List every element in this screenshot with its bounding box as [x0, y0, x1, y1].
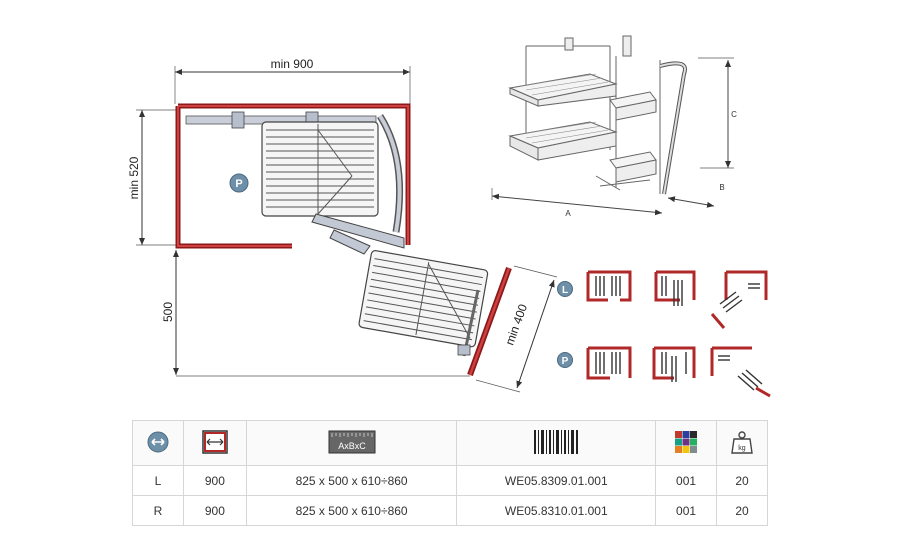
cell-width: 900	[182, 495, 247, 526]
cell-weight: 20	[716, 465, 768, 496]
thumb-p-closed	[586, 346, 632, 380]
cell-dimensions: 825 x 500 x 610÷860	[245, 465, 458, 496]
barcode-icon	[534, 429, 579, 454]
dimensions-icon: AxBxC	[328, 430, 376, 453]
width-icon	[202, 429, 228, 454]
weight-icon-text: kg	[738, 445, 746, 452]
iso-label-a: A	[565, 209, 571, 218]
thumb-l-open	[710, 270, 768, 329]
color-swatch	[690, 430, 698, 438]
cell-color: 001	[655, 465, 718, 496]
variant-right-label: P	[562, 356, 569, 367]
table-header-row: AxBxC kg	[132, 420, 768, 466]
color-swatch	[682, 445, 690, 453]
iso-label-b: B	[719, 183, 724, 192]
spec-table: AxBxC kg L 900 82	[132, 420, 768, 526]
dim-top-label: min 900	[271, 57, 314, 71]
color-icon	[675, 430, 698, 453]
iso-label-c: C	[731, 110, 737, 119]
thumb-l-closed	[586, 270, 632, 302]
plan-marker	[229, 173, 249, 193]
variant-right-marker	[557, 352, 573, 368]
direction-icon	[147, 431, 169, 452]
weight-icon: kg	[731, 430, 753, 454]
cell-dimensions: 825 x 500 x 610÷860	[245, 495, 458, 526]
cell-code: WE05.8310.01.001	[456, 495, 657, 526]
cell-weight: 20	[716, 495, 768, 526]
thumb-p-half	[652, 346, 696, 382]
color-swatch	[682, 430, 690, 438]
variant-left-marker	[557, 281, 573, 297]
isometric-view	[491, 35, 734, 216]
plan-view: min 900 min 520 500	[127, 57, 558, 393]
cell-width: 900	[182, 465, 247, 496]
thumb-p-open	[710, 346, 771, 398]
dimensions-icon-text: AxBxC	[338, 441, 366, 451]
dim-diag-label: min 400	[502, 302, 530, 347]
color-swatch	[682, 438, 690, 445]
cell-side: R	[132, 495, 184, 526]
table-row: L 900 825 x 500 x 610÷860 WE05.8309.01.0…	[132, 465, 768, 496]
color-swatch	[675, 445, 683, 453]
variant-thumbnails: L P	[557, 270, 771, 398]
variant-left-label: L	[562, 285, 568, 296]
cell-code: WE05.8309.01.001	[456, 465, 657, 496]
thumb-l-half	[654, 270, 696, 306]
cell-side: L	[132, 465, 184, 496]
plan-marker-label: P	[235, 178, 242, 190]
color-swatch	[690, 445, 698, 453]
color-swatch	[675, 430, 683, 438]
color-swatch	[675, 438, 683, 445]
dim-left-label: min 520	[127, 156, 141, 199]
color-swatch	[690, 438, 698, 445]
table-row: R 900 825 x 500 x 610÷860 WE05.8310.01.0…	[132, 495, 768, 526]
technical-drawing: min 900 min 520 500	[127, 35, 771, 398]
cell-color: 001	[655, 495, 718, 526]
dim-bottom-left-label: 500	[161, 302, 175, 322]
